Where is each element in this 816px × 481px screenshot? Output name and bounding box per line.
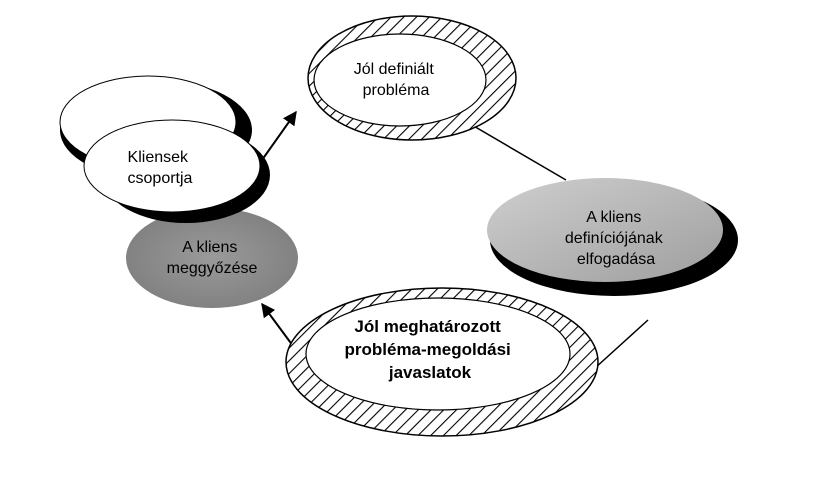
problem-label: Jól definiált probléma [354, 61, 439, 99]
node-proposals: Jól meghatározott probléma-megoldási jav… [285, 287, 599, 437]
clients-label: Kliensek csoportja [128, 149, 193, 187]
node-clients: Kliensek csoportja [59, 75, 270, 223]
node-acceptance: A kliens definíciójának elfogadása [487, 178, 738, 296]
arrow-clients-to-problem [261, 110, 297, 161]
arrow-proposals-to-persuasion [261, 302, 297, 351]
persuasion-label: A kliens meggyőzése [167, 239, 258, 277]
problem-inner [313, 33, 487, 127]
node-persuasion: A kliens meggyőzése [126, 208, 298, 308]
acceptance-label: A kliens definíciójának elfogadása [565, 209, 667, 268]
proposals-label: Jól meghatározott probléma-megoldási jav… [345, 317, 516, 382]
persuasion-ellipse [126, 208, 298, 308]
line-problem-to-acceptance [459, 117, 567, 181]
proposals-inner [305, 297, 571, 411]
node-defined-problem: Jól definiált probléma [307, 15, 517, 141]
connectors [261, 110, 649, 379]
acceptance-ellipse [487, 178, 723, 282]
clients-front-ellipse [83, 119, 261, 213]
